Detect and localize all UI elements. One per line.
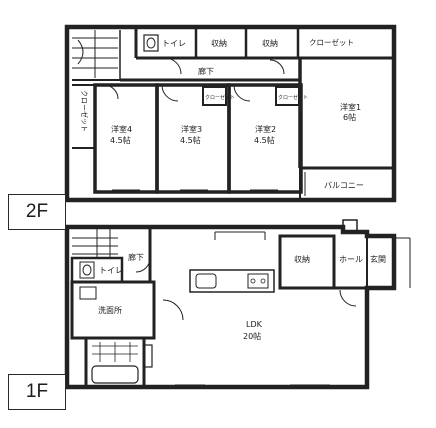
label-1f-storage: 収納 [294, 254, 310, 264]
label-1f-entrance: 玄関 [370, 254, 386, 264]
label-2f-storage-a: 収納 [211, 38, 227, 48]
label-1f-washroom: 洗面所 [98, 305, 122, 315]
label-2f-closet-small-a: クローゼット [205, 94, 235, 101]
label-2f-room2-size: 4.5帖 [254, 135, 275, 145]
label-2f-room4-size: 4.5帖 [110, 135, 131, 145]
label-2f-room4-name: 洋室4 [111, 124, 132, 134]
first-floor-staircase [72, 229, 118, 258]
label-2f-closet-top: クローゼット [309, 37, 354, 47]
label-2f-room3-name: 洋室3 [181, 124, 202, 134]
label-2f-room3-size: 4.5帖 [180, 135, 201, 145]
second-floor-plan [64, 24, 397, 203]
floor-label-2f: 2F [8, 194, 66, 230]
label-2f-closet-small-b: クローゼット [278, 94, 308, 101]
label-1f-hall: ホール [339, 255, 363, 264]
first-floor-plan [64, 219, 411, 390]
label-2f-room2-name: 洋室2 [255, 124, 276, 134]
label-2f-closet-left: クローゼット [80, 90, 89, 132]
label-2f-hallway: 廊下 [198, 66, 214, 76]
label-2f-room1-name: 洋室1 [340, 102, 361, 112]
label-1f-toilet: トイレ [99, 266, 123, 275]
label-1f-ldk-name: LDK [246, 320, 263, 329]
second-floor-outer-wall [64, 24, 397, 203]
floor-label-1f: 1F [8, 374, 66, 410]
label-1f-ldk-size: 20帖 [243, 331, 261, 341]
second-floor-staircase [72, 30, 118, 78]
toilet-fixture [143, 34, 159, 52]
label-2f-room1-size: 6帖 [343, 112, 356, 122]
label-2f-balcony: バルコニー [324, 181, 364, 190]
label-2f-toilet: トイレ [162, 39, 186, 48]
label-1f-hallway: 廊下 [128, 252, 144, 262]
label-2f-storage-b: 収納 [262, 38, 278, 48]
